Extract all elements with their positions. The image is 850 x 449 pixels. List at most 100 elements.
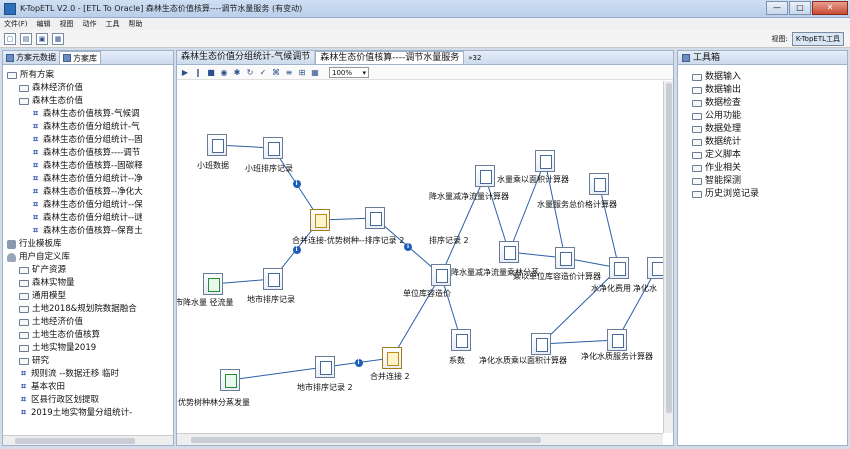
toolbox-item[interactable]: 数据检查 [692,97,741,110]
step-label[interactable]: 合并连接 2 [370,372,410,381]
debug-icon[interactable]: ✱ [233,67,241,77]
tree-item[interactable]: 土地2018&规划院数据融合 [19,303,137,315]
step-calc-icon[interactable] [589,173,609,195]
step-input-green-icon[interactable] [203,273,223,295]
tree-item[interactable]: ⌗区县行政区划提取 [19,394,99,406]
hop-info-icon[interactable]: i [354,358,363,367]
tab-editor-water[interactable]: 森林生态价值核算----调节水量服务 [315,51,465,64]
step-merge-icon[interactable] [382,347,402,369]
toolbox-item[interactable]: 数据处理 [692,123,741,136]
menu-action[interactable]: 动作 [82,20,97,28]
grid-icon[interactable]: ▦ [311,67,319,77]
step-calc-icon[interactable] [499,241,519,263]
tab-scheme-library[interactable]: 方案库 [59,51,101,64]
minimize-button[interactable]: — [766,1,788,15]
menu-help[interactable]: 帮助 [128,20,143,28]
step-calc-icon[interactable] [647,257,663,279]
analyze-icon[interactable]: ⌘ [272,67,280,77]
hop-info-icon[interactable]: i [292,245,301,254]
tree-item[interactable]: ⌗森林生态价值分组统计--固 [31,134,143,146]
tab-editor-climate[interactable]: 森林生态价值分组统计-气候调节 [177,51,316,64]
step-calc-icon[interactable] [531,333,551,355]
step-label[interactable]: 净化水质乘以面积计算器 [479,356,567,365]
step-input-icon[interactable] [207,134,227,156]
step-label[interactable]: 乘以单位库容造价计算器 [513,272,601,281]
perspective-button[interactable]: K-TopETL工具 [791,32,844,46]
toolbox-item[interactable]: 数据输入 [692,71,741,84]
step-label[interactable]: 优势树种林分蒸发量 [178,398,250,407]
step-label[interactable]: 系数 [449,356,465,365]
tree-item[interactable]: ⌗森林生态价值核算----调节 [31,147,140,159]
tree-item[interactable]: ⌗森林生态价值分组统计--保 [31,199,143,211]
tree-item[interactable]: 森林生态价值 [19,95,83,107]
step-label[interactable]: 小班数据 [197,161,229,170]
step-sort-icon[interactable] [365,207,385,229]
step-calc-icon[interactable] [475,165,495,187]
step-label[interactable]: 地市排序记录 2 [297,383,353,392]
tree-item[interactable]: 土地实物量2019 [19,342,96,354]
tree-item[interactable]: 矿产资源 [19,264,66,276]
tab-overflow-indicator[interactable]: »32 [468,53,482,62]
step-sort-icon[interactable] [263,268,283,290]
tree-item[interactable]: ⌗森林生态价值分组统计--谜 [31,212,143,224]
zoom-select[interactable]: 100% [329,67,370,78]
hop-info-icon[interactable]: i [404,242,412,251]
tree-horizontal-scrollbar[interactable] [3,435,173,445]
explore-icon[interactable]: ⊞ [298,67,306,77]
pause-icon[interactable]: ‖ [196,67,200,77]
step-label[interactable]: 合并连接-优势树种--排序记录 2 [292,236,405,245]
toolbox-item[interactable]: 智能探测 [692,175,741,188]
menu-edit[interactable]: 编辑 [36,20,51,28]
stop-icon[interactable]: ■ [207,67,215,77]
step-calc-icon[interactable] [555,247,575,269]
tree-item[interactable]: 研究 [19,355,49,367]
tree-item[interactable]: ⌗2019土地实物量分组统计- [19,407,132,419]
close-button[interactable]: ✕ [812,1,848,15]
step-label[interactable]: 市降水量 径流量 [177,298,234,307]
step-sort-icon[interactable] [315,356,335,378]
tree-item[interactable]: 森林实物量 [19,277,75,289]
toolbox-item[interactable]: 数据统计 [692,136,741,149]
step-label[interactable]: 排序记录 2 [429,236,469,245]
menu-view[interactable]: 视图 [59,20,74,28]
menu-tools[interactable]: 工具 [105,20,120,28]
sql-icon[interactable]: ≡ [285,67,293,77]
tree-item[interactable]: ⌗规则流 --数据迁移 临时 [19,368,119,380]
tree-item[interactable]: ⌗森林生态价值分组统计--净 [31,173,143,185]
open-folder-icon[interactable]: ▤ [20,32,32,45]
tree-item[interactable]: ⌗森林生态价值核算--固碳释 [31,160,143,172]
canvas-vertical-scrollbar[interactable] [663,81,673,433]
new-file-icon[interactable]: ▢ [4,32,16,45]
replay-icon[interactable]: ↻ [246,67,254,77]
tab-scheme-metadata[interactable]: 方案元数据 [3,51,59,64]
step-calc-icon[interactable] [535,150,555,172]
step-calc-icon[interactable] [451,329,471,351]
step-label[interactable]: 净化水 [633,284,657,293]
step-label[interactable]: 水量乘以面积计算器 [497,175,569,184]
tree-item[interactable]: ⌗森林生态价值核算--保育土 [31,225,143,237]
step-input-green-icon[interactable] [220,369,240,391]
tree-item[interactable]: 所有方案 [7,69,54,81]
tree-item[interactable]: ⌗森林生态价值核算--净化大 [31,186,143,198]
tree-item[interactable]: ⌗森林生态价值分组统计-气 [31,121,140,133]
step-calc-icon[interactable] [607,329,627,351]
toolbox-item[interactable]: 公用功能 [692,110,741,123]
step-sort-icon[interactable] [263,137,283,159]
tree-item[interactable]: 用户自定义库 [7,251,70,263]
run-icon[interactable]: ▶ [181,67,189,77]
step-label[interactable]: 单位库容造价 [403,289,451,298]
toolbox-item[interactable]: 作业相关 [692,162,741,175]
step-calc-icon[interactable] [609,257,629,279]
hop-info-icon[interactable]: i [292,180,301,188]
step-label[interactable]: 水量服务总价格计算器 [537,200,617,209]
step-merge-icon[interactable] [310,209,330,231]
step-label[interactable]: 地市排序记录 [247,295,295,304]
step-label[interactable]: 小班排序记录 [245,164,293,173]
maximize-button[interactable]: □ [789,1,811,15]
step-label[interactable]: 降水量减净流量计算器 [429,192,509,201]
menu-file[interactable]: 文件(F) [4,20,28,28]
workflow-canvas[interactable]: 小班数据 小班排序记录合并连接-优势树种--排序记录 2 排序记录 2 市降水量 径流… [177,81,663,433]
tree-item[interactable]: 土地经济价值 [19,316,83,328]
save-icon[interactable]: ▣ [36,32,48,45]
tree-item[interactable]: 土地生态价值核算 [19,329,100,341]
